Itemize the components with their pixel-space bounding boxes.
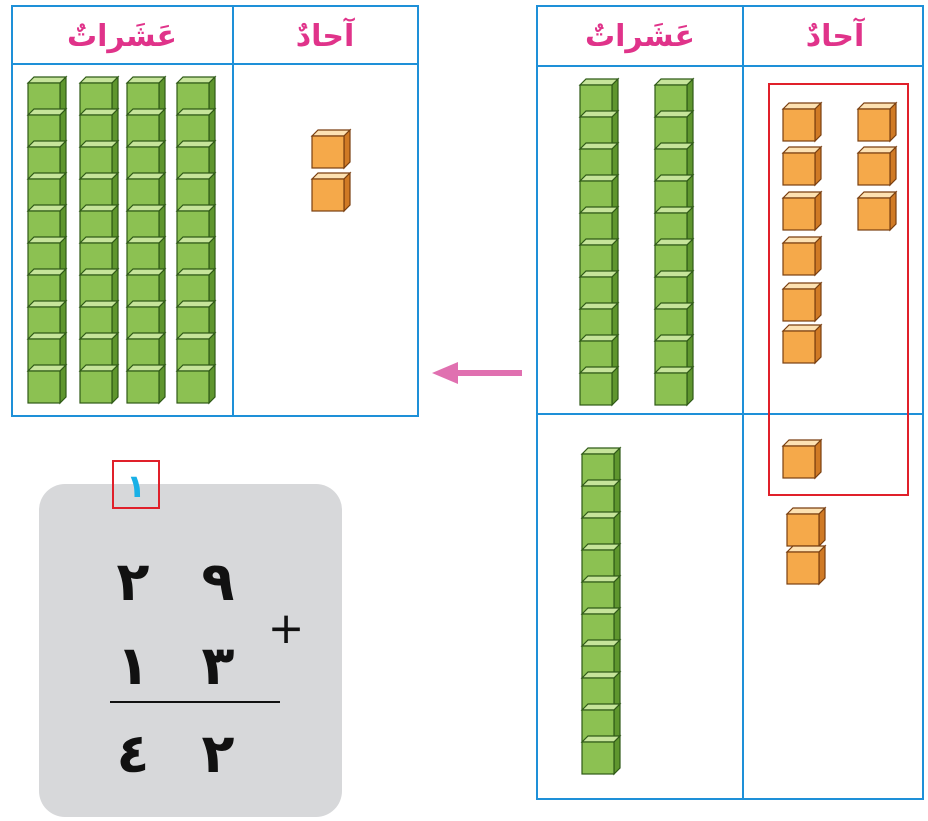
tens-header: عَشَراتٌ — [585, 19, 695, 54]
addend2-tens: ١ — [117, 634, 150, 697]
tens-rod — [579, 78, 619, 406]
tens-header: عَشَراتٌ — [67, 19, 177, 54]
carry-digit: ١ — [126, 467, 146, 505]
ones-header: آحادٌ — [806, 17, 865, 54]
tens-rod-bottom — [581, 447, 621, 775]
group-of-ten-box — [768, 83, 909, 496]
tens-rod — [176, 76, 216, 404]
plus-sign: + — [268, 603, 305, 654]
addend1-ones: ٩ — [202, 550, 235, 613]
ones-cubes-bottom — [782, 439, 826, 585]
sum-tens: ٤ — [117, 722, 150, 785]
sum-ones: ٢ — [202, 722, 235, 785]
carry-box — [112, 460, 160, 509]
arrow-left-icon — [432, 362, 522, 384]
tens-rod — [126, 76, 166, 404]
right-place-value-table: عَشَراتٌ آحادٌ — [536, 5, 924, 800]
calculation-panel: ١ ٢ ٩ + ١ ٣ ٤ ٢ — [39, 460, 342, 817]
tens-rod — [79, 76, 119, 404]
tens-rod — [654, 78, 694, 406]
addend1-tens: ٢ — [117, 550, 150, 613]
ones-header: آحادٌ — [296, 17, 355, 54]
addend2-ones: ٣ — [202, 634, 235, 697]
left-place-value-table: عَشَراتٌ آحادٌ — [11, 5, 419, 417]
tens-rod — [27, 76, 67, 404]
